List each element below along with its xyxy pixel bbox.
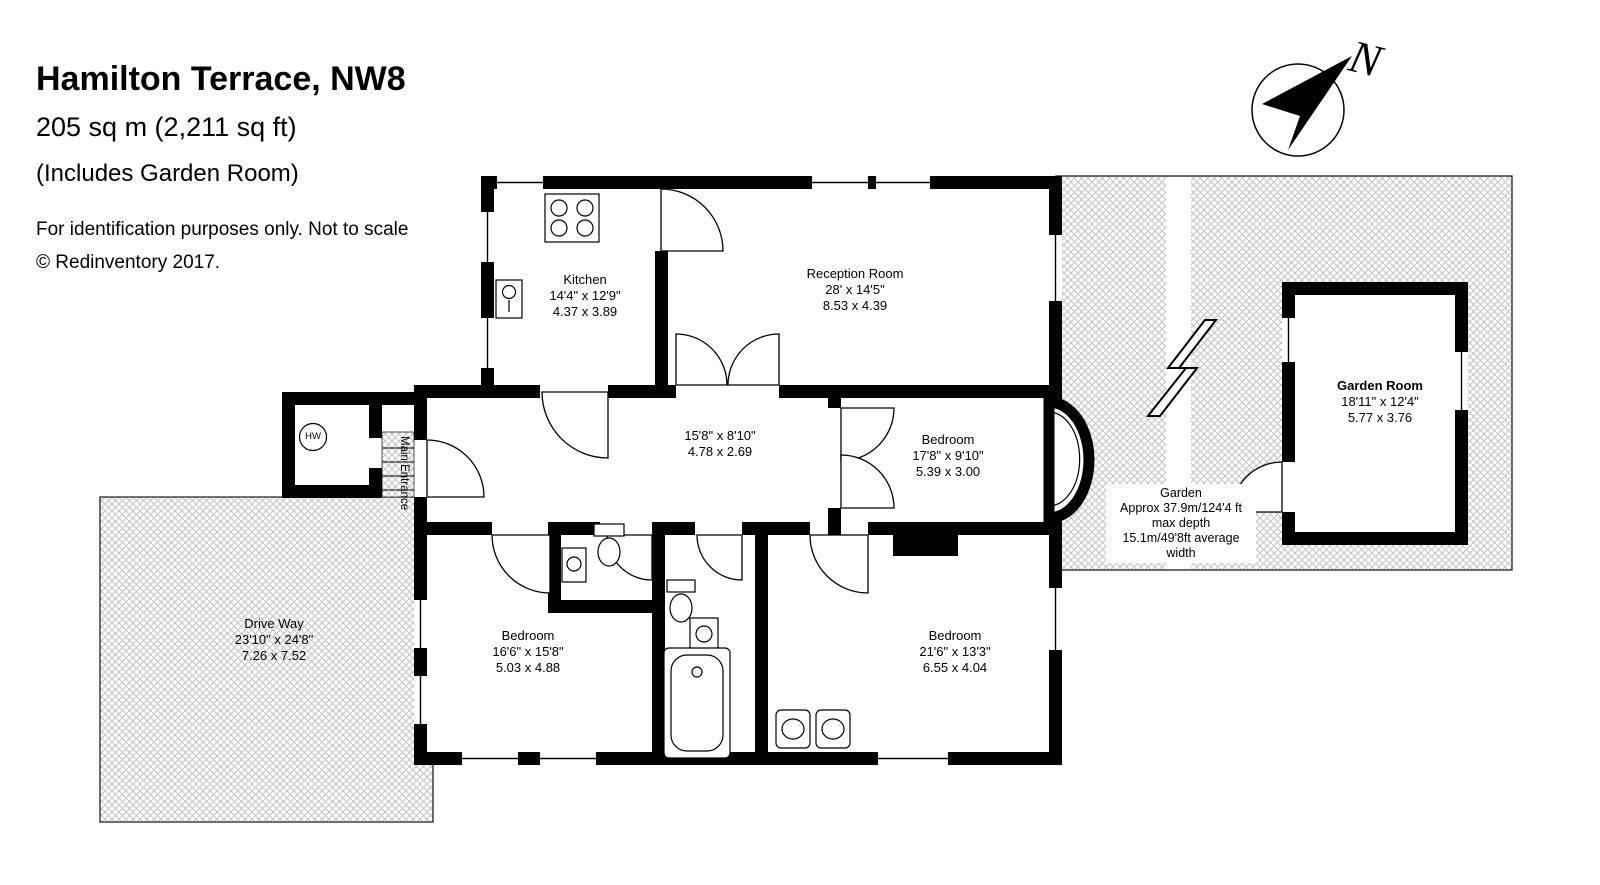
room-dims-imperial: 21'6" x 13'3" — [919, 644, 991, 659]
room-dims-imperial: 28' x 14'5" — [825, 282, 885, 297]
bedroom-middle-label: Bedroom 17'8" x 9'10" 5.39 x 3.00 — [878, 432, 1018, 480]
entrance-steps — [381, 431, 415, 498]
garden-label: Garden Approx 37.9m/124'4 ft max depth 1… — [1106, 484, 1256, 563]
includes-note: (Includes Garden Room) — [36, 160, 299, 187]
garden-room-structure — [1231, 282, 1468, 545]
reception-label: Reception Room 28' x 14'5" 8.53 x 4.39 — [765, 266, 945, 314]
room-dims-metric: 7.26 x 7.52 — [241, 648, 307, 663]
main-entrance-label: Main Entrance — [398, 436, 410, 511]
reception-double-door-left-arc — [675, 333, 728, 386]
room-name: Bedroom — [501, 628, 555, 643]
room-dims-metric: 5.77 x 3.76 — [1347, 410, 1413, 425]
wc-basin-symbol — [561, 547, 587, 583]
room-dims-metric: 4.78 x 2.69 — [687, 444, 753, 459]
room-name: Bedroom — [921, 432, 975, 447]
room-name: Reception Room — [806, 266, 904, 281]
bedroom-left-label: Bedroom 16'6" x 15'8" 5.03 x 4.88 — [458, 628, 598, 676]
room-dims-imperial: 18'11" x 12'4" — [1341, 394, 1419, 409]
north-arrow-icon — [1262, 56, 1352, 150]
bathroom-door-arc — [696, 534, 743, 581]
area-name: Garden — [1160, 486, 1202, 500]
bedroom-left-door-arc — [491, 534, 551, 594]
page-title: Hamilton Terrace, NW8 — [36, 60, 406, 98]
main-entrance-door-arc — [426, 439, 485, 498]
break-line-icon — [1145, 319, 1219, 417]
bathroom-basin-symbol — [689, 617, 719, 651]
total-area: 205 sq m (2,211 sq ft) — [36, 112, 297, 142]
building-footprint — [414, 176, 1062, 765]
garden-dims-line1: Approx 37.9m/124'4 ft — [1120, 501, 1242, 515]
room-name: Garden Room — [1337, 378, 1423, 393]
hw-closet-footprint — [282, 392, 382, 498]
room-dims-imperial: 23'10" x 24'8" — [234, 632, 314, 647]
twin-basin-symbol — [775, 709, 851, 749]
kitchen-sink-symbol — [495, 279, 523, 319]
room-dims-metric: 5.03 x 4.88 — [495, 660, 561, 675]
garden-dims-line4: width — [1166, 546, 1196, 560]
windows — [414, 176, 1062, 765]
bedroom-right-label: Bedroom 21'6" x 13'3" 6.55 x 4.04 — [885, 628, 1025, 676]
hw-tank-symbol — [298, 422, 328, 452]
area-name: Drive Way — [244, 616, 304, 631]
room-dims-metric: 5.39 x 3.00 — [915, 464, 981, 479]
room-dims-imperial: 15'8" x 8'10" — [684, 428, 756, 443]
bathtub-symbol — [663, 647, 731, 759]
driveway-label: Drive Way 23'10" x 24'8" 7.26 x 7.52 — [200, 616, 348, 664]
disclaimer-text: For identification purposes only. Not to… — [36, 219, 409, 240]
wc-toilet-symbol — [593, 523, 625, 567]
room-dims-imperial: 17'8" x 9'10" — [912, 448, 984, 463]
room-dims-metric: 6.55 x 4.04 — [922, 660, 988, 675]
room-dims-metric: 8.53 x 4.39 — [822, 298, 888, 313]
bedroom-right-door-arc — [809, 534, 869, 594]
room-dims-imperial: 14'4" x 12'9" — [549, 288, 621, 303]
bedroom-double-door-bottom-arc — [840, 454, 895, 509]
room-name: Bedroom — [928, 628, 982, 643]
copyright-text: © Redinventory 2017. — [36, 252, 221, 273]
fixtures — [298, 193, 851, 759]
hallway-label: 15'8" x 8'10" 4.78 x 2.69 — [645, 428, 795, 460]
garden-room-label: Garden Room 18'11" x 12'4" 5.77 x 3.76 — [1305, 378, 1455, 426]
reception-double-door-right-arc — [727, 333, 780, 386]
hw-tank-label: HW — [305, 431, 321, 442]
hob-symbol — [544, 193, 600, 243]
garden-room-windows — [1282, 318, 1468, 410]
garden-dims-line3: 15.1m/49'8ft average — [1122, 531, 1240, 545]
compass-circle — [1251, 63, 1345, 157]
kitchen-hall-door-arc — [541, 391, 609, 459]
garden-room-walls — [1282, 282, 1468, 545]
garden-dims-line2: max depth — [1151, 516, 1211, 530]
room-dims-metric: 4.37 x 3.89 — [552, 304, 618, 319]
kitchen-reception-door-arc — [660, 188, 724, 252]
bow-window — [1043, 396, 1095, 524]
kitchen-label: Kitchen 14'4" x 12'9" 4.37 x 3.89 — [515, 272, 655, 320]
compass — [1251, 56, 1352, 157]
bathroom-toilet-symbol — [666, 579, 696, 623]
room-dims-imperial: 16'6" x 15'8" — [492, 644, 564, 659]
room-name: Kitchen — [563, 272, 607, 287]
